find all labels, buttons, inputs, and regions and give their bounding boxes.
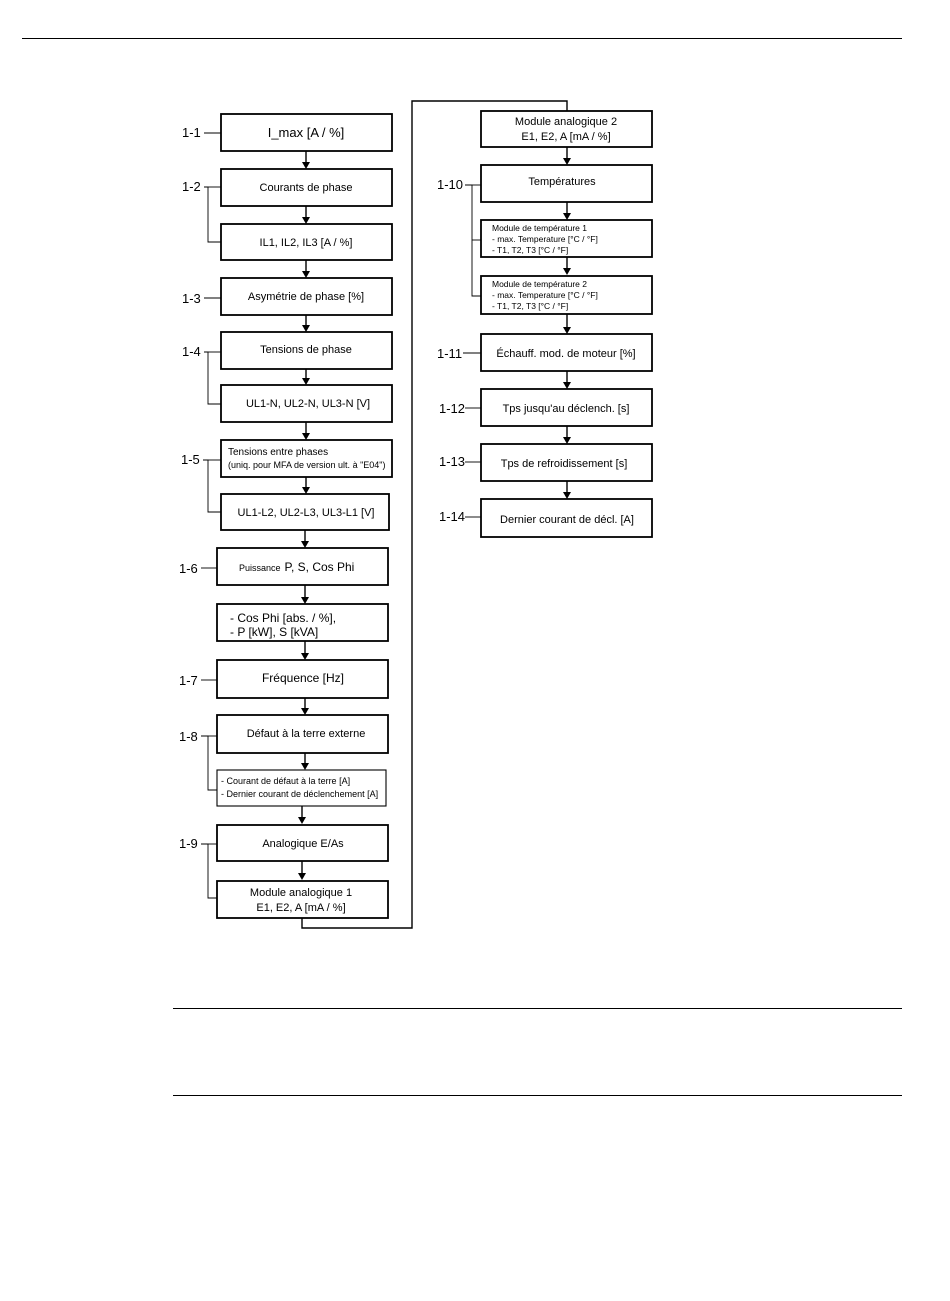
menu-label-1-14: 1-14 xyxy=(439,509,465,524)
menu-box-frequence-text: Fréquence [Hz] xyxy=(262,671,344,685)
menu-box-courant-defaut-line1: - Courant de défaut à la terre [A] xyxy=(221,776,350,786)
menu-box-courants-text: Courants de phase xyxy=(260,182,353,194)
menu-box-courants-de-phase: Courants de phase xyxy=(220,168,393,207)
menu-box-mt1-line3: - T1, T2, T3 [°C / °F] xyxy=(492,245,568,255)
label-bracket-1-10 xyxy=(465,184,481,297)
menu-box-ul-l-text: UL1-L2, UL2-L3, UL3-L1 [V] xyxy=(238,507,375,519)
menu-box-temperatures-text: Températures xyxy=(528,176,596,188)
menu-label-1-12: 1-12 xyxy=(439,401,465,416)
menu-label-1-8: 1-8 xyxy=(179,729,198,744)
menu-box-asymetrie-text: Asymétrie de phase [%] xyxy=(248,291,364,303)
footer-rule-top xyxy=(173,1008,902,1009)
menu-box-puissance-word: Puissance xyxy=(239,563,281,573)
menu-box-tensions-de-phase: Tensions de phase xyxy=(220,331,393,370)
menu-box-tps-refroidissement: Tps de refroidissement [s] xyxy=(480,443,653,482)
menu-box-i-max: I_max [A / %] xyxy=(220,113,393,152)
menu-label-1-4: 1-4 xyxy=(182,344,201,359)
menu-box-cos-phi-line1: - Cos Phi [abs. / %], xyxy=(230,611,336,625)
menu-box-echauffement-text: Échauff. mod. de moteur [%] xyxy=(496,347,635,360)
menu-box-module-analogique-1: Module analogique 1 E1, E2, A [mA / %] xyxy=(216,880,389,919)
menu-box-cos-phi-line2: - P [kW], S [kVA] xyxy=(230,625,318,639)
menu-box-dernier-courant: Dernier courant de décl. [A] xyxy=(480,498,653,538)
menu-box-mt1-line2: - max. Temperature [°C / °F] xyxy=(492,234,598,244)
menu-label-1-9: 1-9 xyxy=(179,836,198,851)
menu-box-dernier-courant-text: Dernier courant de décl. [A] xyxy=(500,514,634,526)
menu-box-temperatures: Températures xyxy=(480,164,653,203)
menu-box-mt1-line1: Module de température 1 xyxy=(492,223,587,233)
menu-box-ul-n: UL1-N, UL2-N, UL3-N [V] xyxy=(220,384,393,423)
menu-box-cos-phi: - Cos Phi [abs. / %], - P [kW], S [kVA] xyxy=(216,603,389,642)
menu-box-module-analogique-2: Module analogique 2 E1, E2, A [mA / %] xyxy=(480,110,653,148)
menu-box-il-text: IL1, IL2, IL3 [A / %] xyxy=(260,237,353,249)
column-link-connector xyxy=(301,100,568,929)
menu-box-i-max-text: I_max [A / %] xyxy=(268,125,345,140)
menu-label-1-1: 1-1 xyxy=(182,125,201,140)
header-rule xyxy=(22,38,902,39)
menu-box-tps-declench: Tps jusqu'au déclench. [s] xyxy=(480,388,653,427)
menu-label-1-2: 1-2 xyxy=(182,179,201,194)
menu-label-1-6: 1-6 xyxy=(179,561,198,576)
menu-label-1-13: 1-13 xyxy=(439,454,465,469)
menu-box-echauffement: Échauff. mod. de moteur [%] xyxy=(480,333,653,372)
menu-box-tps-declench-text: Tps jusqu'au déclench. [s] xyxy=(503,403,630,415)
footer-rule-bottom xyxy=(173,1095,902,1096)
menu-box-asymetrie: Asymétrie de phase [%] xyxy=(220,277,393,316)
arrow-1-1 xyxy=(302,162,310,169)
menu-label-1-10: 1-10 xyxy=(437,177,463,192)
label-bracket-1-2 xyxy=(204,186,221,243)
menu-box-ul-l: UL1-L2, UL2-L3, UL3-L1 [V] xyxy=(220,493,390,531)
menu-box-mt2-line3: - T1, T2, T3 [°C / °F] xyxy=(492,301,568,311)
menu-box-courant-defaut: - Courant de défaut à la terre [A] - Der… xyxy=(216,769,387,807)
menu-box-tensions-entre-phases: Tensions entre phases (uniq. pour MFA de… xyxy=(220,439,393,478)
menu-box-puissance-values: P, S, Cos Phi xyxy=(285,560,355,574)
menu-box-analogique-text: Analogique E/As xyxy=(262,838,344,850)
menu-box-puissance: Puissance P, S, Cos Phi xyxy=(216,547,389,586)
menu-box-tensions-text: Tensions de phase xyxy=(260,344,352,356)
menu-box-ma2-line1: Module analogique 2 xyxy=(515,116,617,128)
menu-box-module-temperature-1: Module de température 1 - max. Temperatu… xyxy=(480,219,653,258)
menu-box-defaut-terre-text: Défaut à la terre externe xyxy=(247,728,366,740)
menu-box-mt2-line2: - max. Temperature [°C / °F] xyxy=(492,290,598,300)
menu-box-analogique: Analogique E/As xyxy=(216,824,389,862)
menu-box-courant-defaut-line2: - Dernier courant de déclenchement [A] xyxy=(221,789,378,799)
menu-box-tep-line1: Tensions entre phases xyxy=(228,447,328,458)
menu-box-il-values: IL1, IL2, IL3 [A / %] xyxy=(220,223,393,261)
menu-box-tps-refroid-text: Tps de refroidissement [s] xyxy=(501,458,628,470)
menu-box-frequence: Fréquence [Hz] xyxy=(216,659,389,699)
menu-box-ma1-line2: E1, E2, A [mA / %] xyxy=(256,902,345,914)
menu-box-ma2-line2: E1, E2, A [mA / %] xyxy=(521,131,610,143)
menu-box-mt2-line1: Module de température 2 xyxy=(492,279,587,289)
menu-box-module-temperature-2: Module de température 2 - max. Temperatu… xyxy=(480,275,653,315)
menu-box-tep-line2: (uniq. pour MFA de version ult. à "E04") xyxy=(228,460,385,470)
menu-label-1-3: 1-3 xyxy=(182,291,201,306)
menu-box-ma1-line1: Module analogique 1 xyxy=(250,887,352,899)
menu-label-1-11: 1-11 xyxy=(437,346,462,361)
menu-label-1-7: 1-7 xyxy=(179,673,198,688)
menu-box-defaut-terre: Défaut à la terre externe xyxy=(216,714,389,754)
menu-label-1-5: 1-5 xyxy=(181,452,200,467)
menu-box-ul-n-text: UL1-N, UL2-N, UL3-N [V] xyxy=(246,398,370,410)
